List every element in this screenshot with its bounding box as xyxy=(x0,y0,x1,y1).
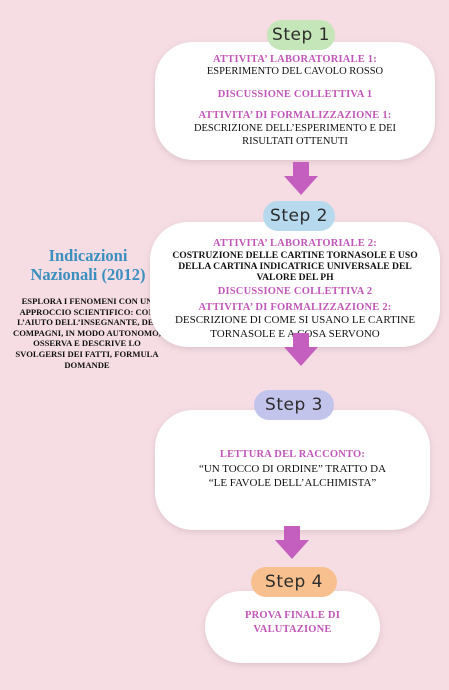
step-2-lab-heading: ATTIVITA’ LABORATORIALE 2: xyxy=(213,238,377,249)
step-1-lab-text: ESPERIMENTO DEL CAVOLO ROSSO xyxy=(206,66,384,77)
side-title: Indicazioni Nazionali (2012) xyxy=(30,246,146,284)
step-4-final-test: PROVA FINALE DI VALUTAZIONE xyxy=(245,610,340,635)
step-2-badge: Step 2 xyxy=(263,201,335,231)
step-3-reading-heading: LETTURA DEL RACCONTO: xyxy=(219,449,366,460)
step-1-formal-text: DESCRIZIONE DELL’ESPERIMENTO E DEI RISUL… xyxy=(193,123,397,147)
step-3-badge: Step 3 xyxy=(254,390,334,420)
step-1-formal-heading: ATTIVITA’ DI FORMALIZZAZIONE 1: xyxy=(198,110,392,121)
step-2-discussion: DISCUSSIONE COLLETTIVA 2 xyxy=(217,286,373,297)
step-4-badge: Step 4 xyxy=(251,567,337,597)
step-3-card: LETTURA DEL RACCONTO: “UN TOCCO DI ORDIN… xyxy=(155,410,430,530)
side-description: ESPLORA I FENOMENI CON UN APPROCCIO SCIE… xyxy=(13,296,161,370)
step-2-formal-heading: ATTIVITA’ DI FORMALIZZAZIONE 2: xyxy=(198,302,392,313)
arrow-down-icon xyxy=(284,333,318,366)
arrow-down-icon xyxy=(275,526,309,559)
step-1-lab-heading: ATTIVITA’ LABORATORIALE 1: xyxy=(213,54,377,65)
arrow-down-icon xyxy=(284,162,318,195)
step-3-reading-text: “UN TOCCO DI ORDINE” TRATTO DA “LE FAVOL… xyxy=(198,463,387,489)
step-1-card: ATTIVITA’ LABORATORIALE 1: ESPERIMENTO D… xyxy=(155,42,435,160)
step-2-card: ATTIVITA’ LABORATORIALE 2: COSTRUZIONE D… xyxy=(150,222,440,347)
step-1-discussion: DISCUSSIONE COLLETTIVA 1 xyxy=(217,89,373,100)
step-4-card: PROVA FINALE DI VALUTAZIONE xyxy=(205,591,380,663)
step-2-lab-text: COSTRUZIONE DELLE CARTINE TORNASOLE E US… xyxy=(172,250,418,283)
step-1-badge: Step 1 xyxy=(267,20,335,50)
